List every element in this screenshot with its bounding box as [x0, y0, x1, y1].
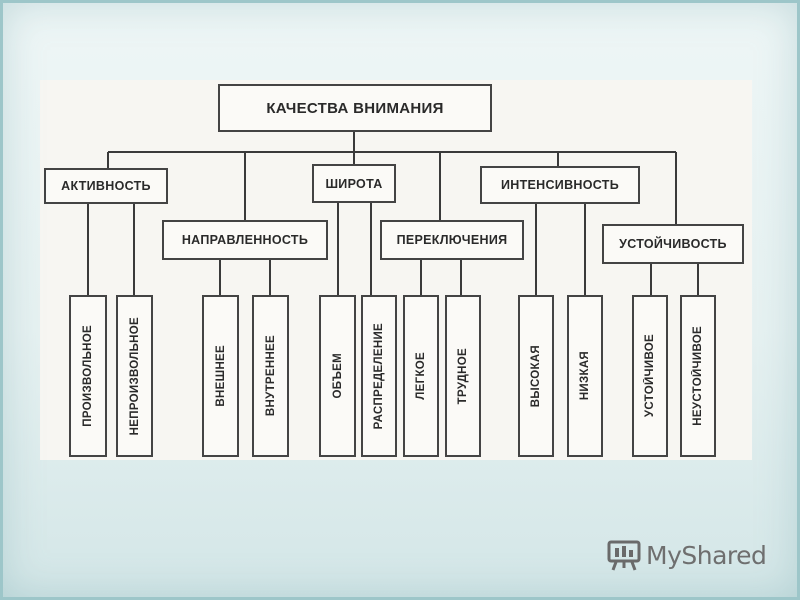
leaf-voluntary: ПРОИЗВОЛЬНОЕ	[69, 295, 107, 457]
leaf-label: РАСПРЕДЕЛЕНИЕ	[373, 322, 385, 430]
leaf-volume: ОБЪЕМ	[319, 295, 356, 457]
category-activity: АКТИВНОСТЬ	[44, 168, 168, 204]
category-label: УСТОЙЧИВОСТЬ	[619, 237, 727, 251]
leaf-external: ВНЕШНЕЕ	[202, 295, 239, 457]
leaf-difficult: ТРУДНОЕ	[445, 295, 481, 457]
category-label: ШИРОТА	[325, 176, 383, 191]
logo-my: My	[646, 540, 682, 570]
leaf-internal: ВНУТРЕННЕЕ	[252, 295, 289, 457]
category-label: АКТИВНОСТЬ	[61, 179, 151, 193]
category-stability: УСТОЙЧИВОСТЬ	[602, 224, 744, 264]
presentation-board-icon	[607, 540, 641, 571]
leaf-label: ВЫСОКАЯ	[530, 344, 542, 408]
leaf-label: ЛЕГКОЕ	[415, 352, 427, 400]
leaf-label: ВНУТРЕННЕЕ	[264, 335, 277, 417]
myshared-logo: MyShared	[606, 537, 767, 573]
category-breadth: ШИРОТА	[312, 164, 396, 203]
leaf-label: НЕПРОИЗВОЛЬНОЕ	[128, 316, 141, 436]
leaf-high: ВЫСОКАЯ	[518, 295, 554, 457]
leaf-label: НЕУСТОЙЧИВОЕ	[692, 326, 704, 426]
leaf-unstable: НЕУСТОЙЧИВОЕ	[680, 295, 716, 457]
leaf-label: ОБЪЕМ	[331, 353, 344, 399]
leaf-label: ПРОИЗВОЛЬНОЕ	[82, 325, 94, 427]
leaf-involuntary: НЕПРОИЗВОЛЬНОЕ	[116, 295, 153, 457]
leaf-low: НИЗКАЯ	[567, 295, 603, 457]
leaf-label: ТРУДНОЕ	[457, 347, 469, 405]
diagram-area: КАЧЕСТВА ВНИМАНИЯ АКТИВНОСТЬ НАПРАВЛЕННО…	[40, 80, 752, 460]
logo-text: MyShared	[646, 540, 767, 570]
category-label: ИНТЕНСИВНОСТЬ	[500, 178, 620, 192]
leaf-stable: УСТОЙЧИВОЕ	[632, 295, 668, 457]
leaf-distribution: РАСПРЕДЕЛЕНИЕ	[361, 295, 397, 457]
root-node: КАЧЕСТВА ВНИМАНИЯ	[218, 84, 492, 132]
connector-lines	[87, 132, 699, 295]
category-label: НАПРАВЛЕННОСТЬ	[181, 233, 309, 247]
leaf-label: ВНЕШНЕЕ	[214, 345, 227, 407]
category-label: ПЕРЕКЛЮЧЕНИЯ	[396, 233, 508, 247]
leaf-label: УСТОЙЧИВОЕ	[644, 334, 656, 418]
category-intensity: ИНТЕНСИВНОСТЬ	[480, 166, 640, 204]
category-switching: ПЕРЕКЛЮЧЕНИЯ	[380, 220, 524, 260]
root-label: КАЧЕСТВА ВНИМАНИЯ	[266, 99, 444, 117]
leaf-label: НИЗКАЯ	[579, 351, 591, 401]
category-direction: НАПРАВЛЕННОСТЬ	[162, 220, 328, 260]
leaf-easy: ЛЕГКОЕ	[403, 295, 439, 457]
logo-shared: Shared	[681, 540, 767, 570]
